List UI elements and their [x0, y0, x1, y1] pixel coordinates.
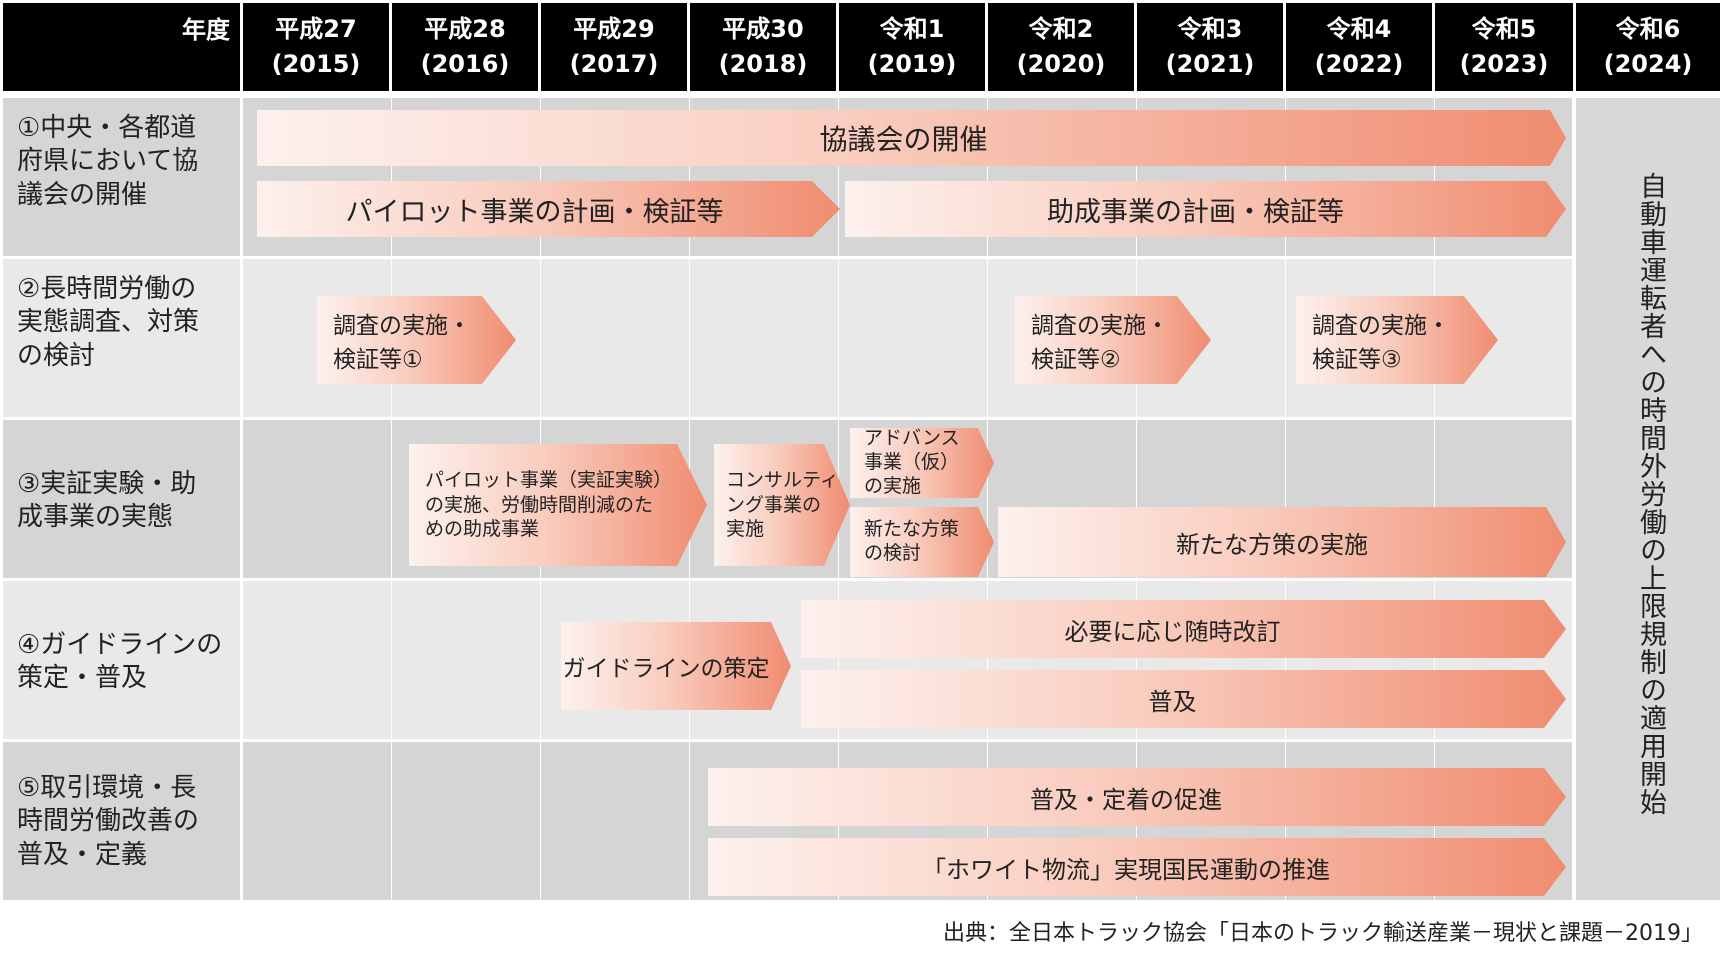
header-year-2018: 平成30 (2018) [690, 3, 836, 91]
arrow-promote: 普及・定着の促進 [708, 768, 1566, 826]
year-western: (2021) [1165, 50, 1255, 78]
arrow-advance: アドバンス 事業（仮） の実施 [850, 428, 994, 498]
arrow-council: 協議会の開催 [257, 110, 1566, 166]
result-column [1576, 98, 1720, 900]
year-era: 令和2 [1028, 15, 1094, 44]
year-western: (2020) [1016, 50, 1106, 78]
arrow-guideline-revise: 必要に応じ随時改訂 [801, 600, 1566, 658]
year-era: 令和3 [1177, 15, 1243, 44]
arrow-survey-1-label: 調査の実施・ 検証等① [333, 313, 471, 373]
arrow-pilot-experiment: パイロット事業（実証実験） の実施、労働時間削減のた めの助成事業 [409, 444, 707, 566]
year-era: 令和4 [1326, 15, 1392, 44]
category-5-label: ⑤取引環境・長 時間労働改善の 普及・定義 [3, 742, 240, 900]
year-gridline [391, 98, 392, 900]
header-corner: 年度 [3, 3, 240, 91]
category-4-label: ④ガイドラインの 策定・普及 [3, 581, 240, 739]
header-year-2020: 令和2 (2020) [988, 3, 1134, 91]
header-year-2024: 令和6 (2024) [1576, 3, 1720, 91]
year-era: 平成28 [424, 15, 506, 44]
year-western: (2024) [1603, 50, 1693, 78]
arrow-survey-1: 調査の実施・ 検証等① [317, 296, 516, 384]
header-year-2019: 令和1 (2019) [839, 3, 985, 91]
year-western: (2023) [1459, 50, 1549, 78]
year-era: 平成29 [573, 15, 655, 44]
year-era: 平成27 [275, 15, 357, 44]
year-gridline [1136, 98, 1137, 900]
year-western: (2018) [718, 50, 808, 78]
arrow-survey-2-label: 調査の実施・ 検証等② [1031, 313, 1169, 373]
arrow-new-measures-implementation: 新たな方策の実施 [998, 507, 1566, 577]
source-citation: 出典：全日本トラック協会「日本のトラック輸送産業－現状と課題－2019」 [943, 921, 1703, 946]
category-1-label: ①中央・各都道 府県において協 議会の開催 [3, 98, 240, 256]
year-western: (2019) [867, 50, 957, 78]
year-era: 平成30 [722, 15, 804, 44]
arrow-new-measures-implementation-label: 新たな方策の実施 [1176, 530, 1368, 559]
arrow-survey-2: 調査の実施・ 検証等② [1015, 296, 1211, 384]
arrow-survey-3-label: 調査の実施・ 検証等③ [1312, 313, 1450, 373]
category-2-label: ②長時間労働の 実態調査、対策 の検討 [3, 259, 240, 417]
header-year-2016: 平成28 (2016) [392, 3, 538, 91]
result-text: 自動車運転者への時間外労働の上限規制の適用開始 [1635, 172, 1666, 816]
arrow-guideline-make: ガイドラインの策定 [561, 622, 791, 710]
arrow-guideline-spread: 普及 [801, 670, 1566, 728]
arrow-white-logistics-label: 「ホワイト物流」実現国民運動の推進 [922, 855, 1330, 884]
arrow-guideline-revise-label: 必要に応じ随時改訂 [1064, 617, 1281, 646]
arrow-guideline-spread-label: 普及 [1148, 687, 1197, 716]
arrow-guideline-make-label: ガイドラインの策定 [562, 656, 770, 682]
year-gridline [1434, 98, 1435, 900]
year-era: 令和1 [879, 15, 945, 44]
year-western: (2017) [569, 50, 659, 78]
year-western: (2022) [1314, 50, 1404, 78]
arrow-advance-label: アドバンス 事業（仮） の実施 [864, 427, 960, 497]
category-3-label: ③実証実験・助 成事業の実態 [3, 420, 240, 578]
year-gridline [1285, 98, 1286, 900]
arrow-new-measures-study-label: 新たな方策 の検討 [864, 518, 960, 564]
arrow-new-measures-study: 新たな方策 の検討 [850, 507, 994, 577]
header-year-2021: 令和3 (2021) [1137, 3, 1283, 91]
year-era: 令和5 [1471, 15, 1537, 44]
year-western: (2016) [420, 50, 510, 78]
year-gridline [987, 98, 988, 900]
arrow-subsidy-plan-label: 助成事業の計画・検証等 [1047, 196, 1344, 228]
header-corner-label: 年度 [182, 16, 230, 44]
year-era: 令和6 [1615, 15, 1681, 44]
arrow-pilot-plan-label: パイロット事業の計画・検証等 [345, 196, 724, 228]
arrow-promote-label: 普及・定着の促進 [1030, 785, 1222, 814]
arrow-subsidy-plan: 助成事業の計画・検証等 [845, 181, 1566, 237]
header-year-2015: 平成27 (2015) [243, 3, 389, 91]
year-western: (2015) [271, 50, 361, 78]
arrow-white-logistics: 「ホワイト物流」実現国民運動の推進 [708, 838, 1566, 896]
arrow-pilot-experiment-label: パイロット事業（実証実験） の実施、労働時間削減のた めの助成事業 [425, 468, 673, 541]
arrow-survey-3: 調査の実施・ 検証等③ [1296, 296, 1498, 384]
arrow-consulting-label: コンサルティ ング事業の 実施 [726, 468, 839, 541]
arrow-council-label: 協議会の開催 [819, 123, 988, 156]
header-year-2022: 令和4 (2022) [1286, 3, 1432, 91]
header-year-2023: 令和5 (2023) [1435, 3, 1573, 91]
arrow-pilot-plan: パイロット事業の計画・検証等 [257, 181, 840, 237]
header-year-2017: 平成29 (2017) [541, 3, 687, 91]
arrow-consulting: コンサルティ ング事業の 実施 [714, 444, 850, 566]
